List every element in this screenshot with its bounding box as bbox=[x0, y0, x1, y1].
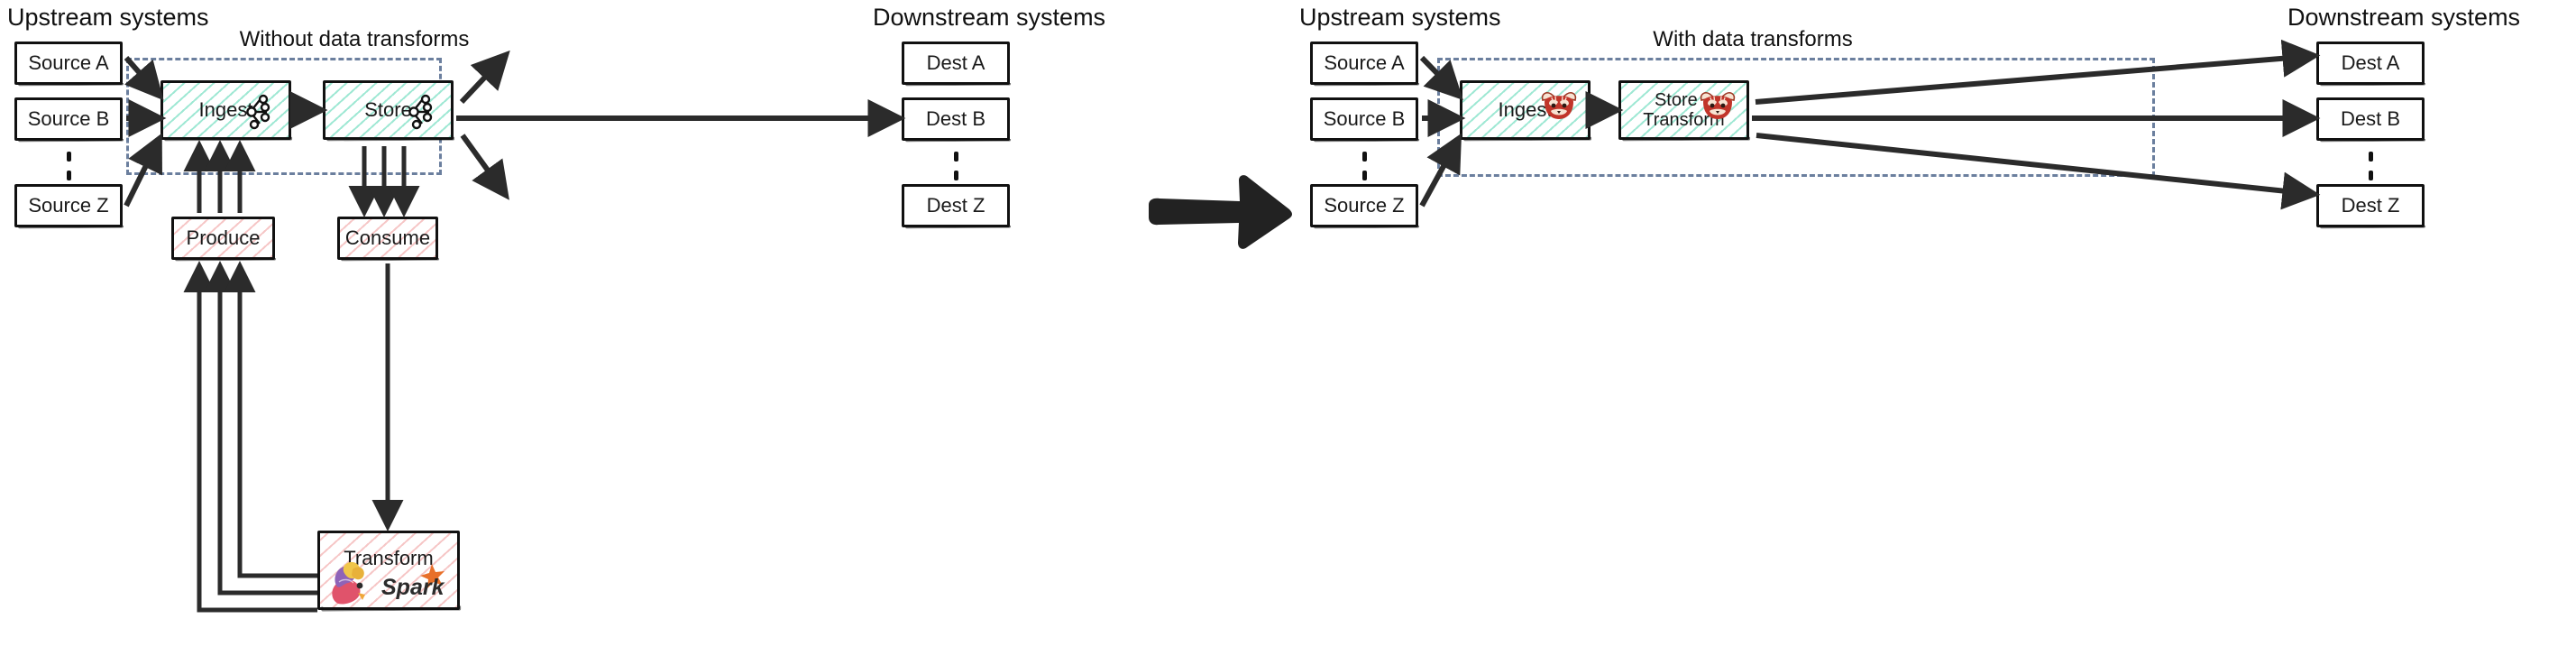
consume-box[interactable]: Consume bbox=[337, 217, 438, 260]
transform-box[interactable]: Transform Spark bbox=[317, 531, 460, 610]
upstream-systems-header: Upstream systems bbox=[7, 4, 209, 31]
downstream-systems-header: Downstream systems bbox=[873, 4, 1106, 31]
left-panel-title: Without data transforms bbox=[239, 27, 470, 51]
right-arrow-icon bbox=[1149, 175, 1292, 249]
store-transform-line1: Store + bbox=[1654, 89, 1714, 110]
redpanda-icon bbox=[1698, 90, 1737, 121]
produce-box[interactable]: Produce bbox=[171, 217, 275, 260]
ingest-box[interactable]: Ingest bbox=[160, 80, 291, 140]
dest-label: Dest B bbox=[925, 106, 986, 130]
source-box-a[interactable]: Source A bbox=[1310, 42, 1418, 85]
transform-label: Transform bbox=[344, 547, 434, 569]
ingest-label: Ingest bbox=[1498, 97, 1553, 121]
sources-ellipsis-icon bbox=[66, 152, 71, 180]
dests-ellipsis-icon bbox=[2368, 152, 2373, 180]
source-box-a[interactable]: Source A bbox=[14, 42, 123, 85]
kafka-icon bbox=[243, 93, 276, 131]
dests-ellipsis-icon bbox=[953, 152, 958, 180]
ingest-box[interactable]: Ingest bbox=[1460, 80, 1591, 140]
dest-label: Dest A bbox=[926, 51, 985, 74]
consume-label: Consume bbox=[344, 226, 431, 249]
transition-arrow bbox=[1145, 171, 1294, 253]
source-label: Source Z bbox=[28, 193, 109, 217]
dest-box-b[interactable]: Dest B bbox=[2316, 97, 2425, 141]
store-box[interactable]: Store bbox=[323, 80, 454, 140]
right-panel: Upstream systems Downstream systems With… bbox=[1288, 0, 2576, 665]
spark-icon: Spark bbox=[380, 562, 454, 602]
dest-box-a[interactable]: Dest A bbox=[2316, 42, 2425, 85]
store-label: Store bbox=[364, 97, 412, 121]
source-label: Source A bbox=[1324, 51, 1405, 74]
source-box-z[interactable]: Source Z bbox=[1310, 184, 1418, 227]
source-label: Source B bbox=[1323, 106, 1406, 130]
source-label: Source A bbox=[28, 51, 109, 74]
source-box-z[interactable]: Source Z bbox=[14, 184, 123, 227]
dest-label: Dest A bbox=[2341, 51, 2400, 74]
kafka-icon bbox=[406, 93, 438, 131]
downstream-systems-header: Downstream systems bbox=[2287, 4, 2521, 31]
right-panel-title: With data transforms bbox=[1653, 27, 1853, 51]
source-box-b[interactable]: Source B bbox=[14, 97, 123, 141]
store-transform-label: Store +Transform bbox=[1643, 90, 1724, 131]
left-panel: Upstream systems Downstream systems With… bbox=[0, 0, 1288, 665]
svg-text:Spark: Spark bbox=[381, 575, 445, 600]
source-box-b[interactable]: Source B bbox=[1310, 97, 1418, 141]
dest-label: Dest B bbox=[2340, 106, 2401, 130]
redpanda-icon bbox=[1539, 90, 1579, 121]
ingest-label: Ingest bbox=[198, 97, 253, 121]
upstream-systems-header: Upstream systems bbox=[1299, 4, 1501, 31]
dest-box-z[interactable]: Dest Z bbox=[902, 184, 1010, 227]
dest-box-z[interactable]: Dest Z bbox=[2316, 184, 2425, 227]
source-label: Source Z bbox=[1324, 193, 1405, 217]
dest-label: Dest Z bbox=[926, 193, 985, 217]
dest-box-a[interactable]: Dest A bbox=[902, 42, 1010, 85]
produce-label: Produce bbox=[186, 226, 261, 249]
flink-icon bbox=[325, 559, 376, 605]
store-transform-line2: Transform bbox=[1643, 110, 1725, 130]
store-transform-box[interactable]: Store +Transform bbox=[1618, 80, 1749, 140]
sources-ellipsis-icon bbox=[1361, 152, 1367, 180]
dest-label: Dest Z bbox=[2341, 193, 2400, 217]
dest-box-b[interactable]: Dest B bbox=[902, 97, 1010, 141]
source-label: Source B bbox=[27, 106, 110, 130]
